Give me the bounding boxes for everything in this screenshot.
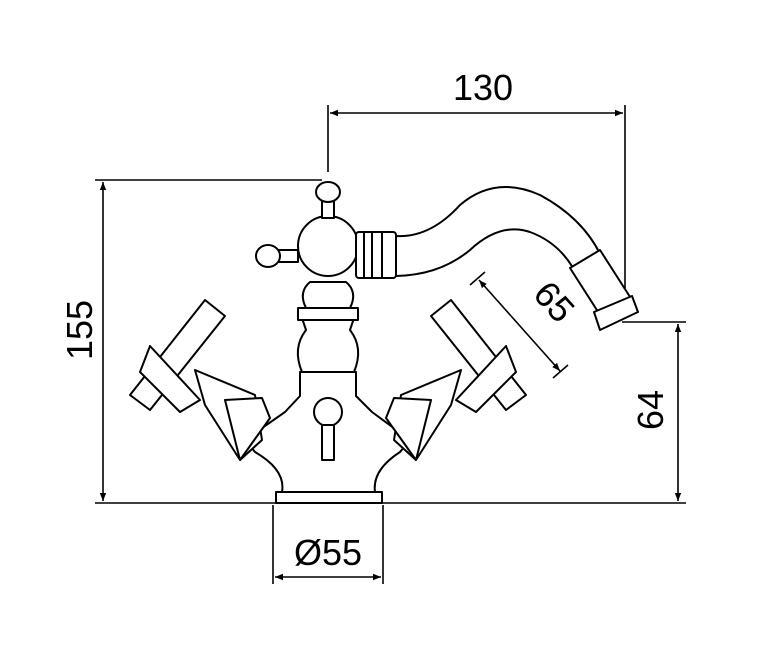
dimension-lines: [95, 105, 686, 584]
dim-65-label: 65: [526, 273, 583, 330]
dim-64-label: 64: [630, 390, 671, 430]
faucet-outline: [129, 181, 639, 504]
dim-65-line: [478, 279, 561, 372]
dim-55-label: Ø55: [294, 532, 362, 573]
dim-130-label: 130: [453, 67, 513, 108]
dim-155-label: 155: [59, 300, 100, 360]
